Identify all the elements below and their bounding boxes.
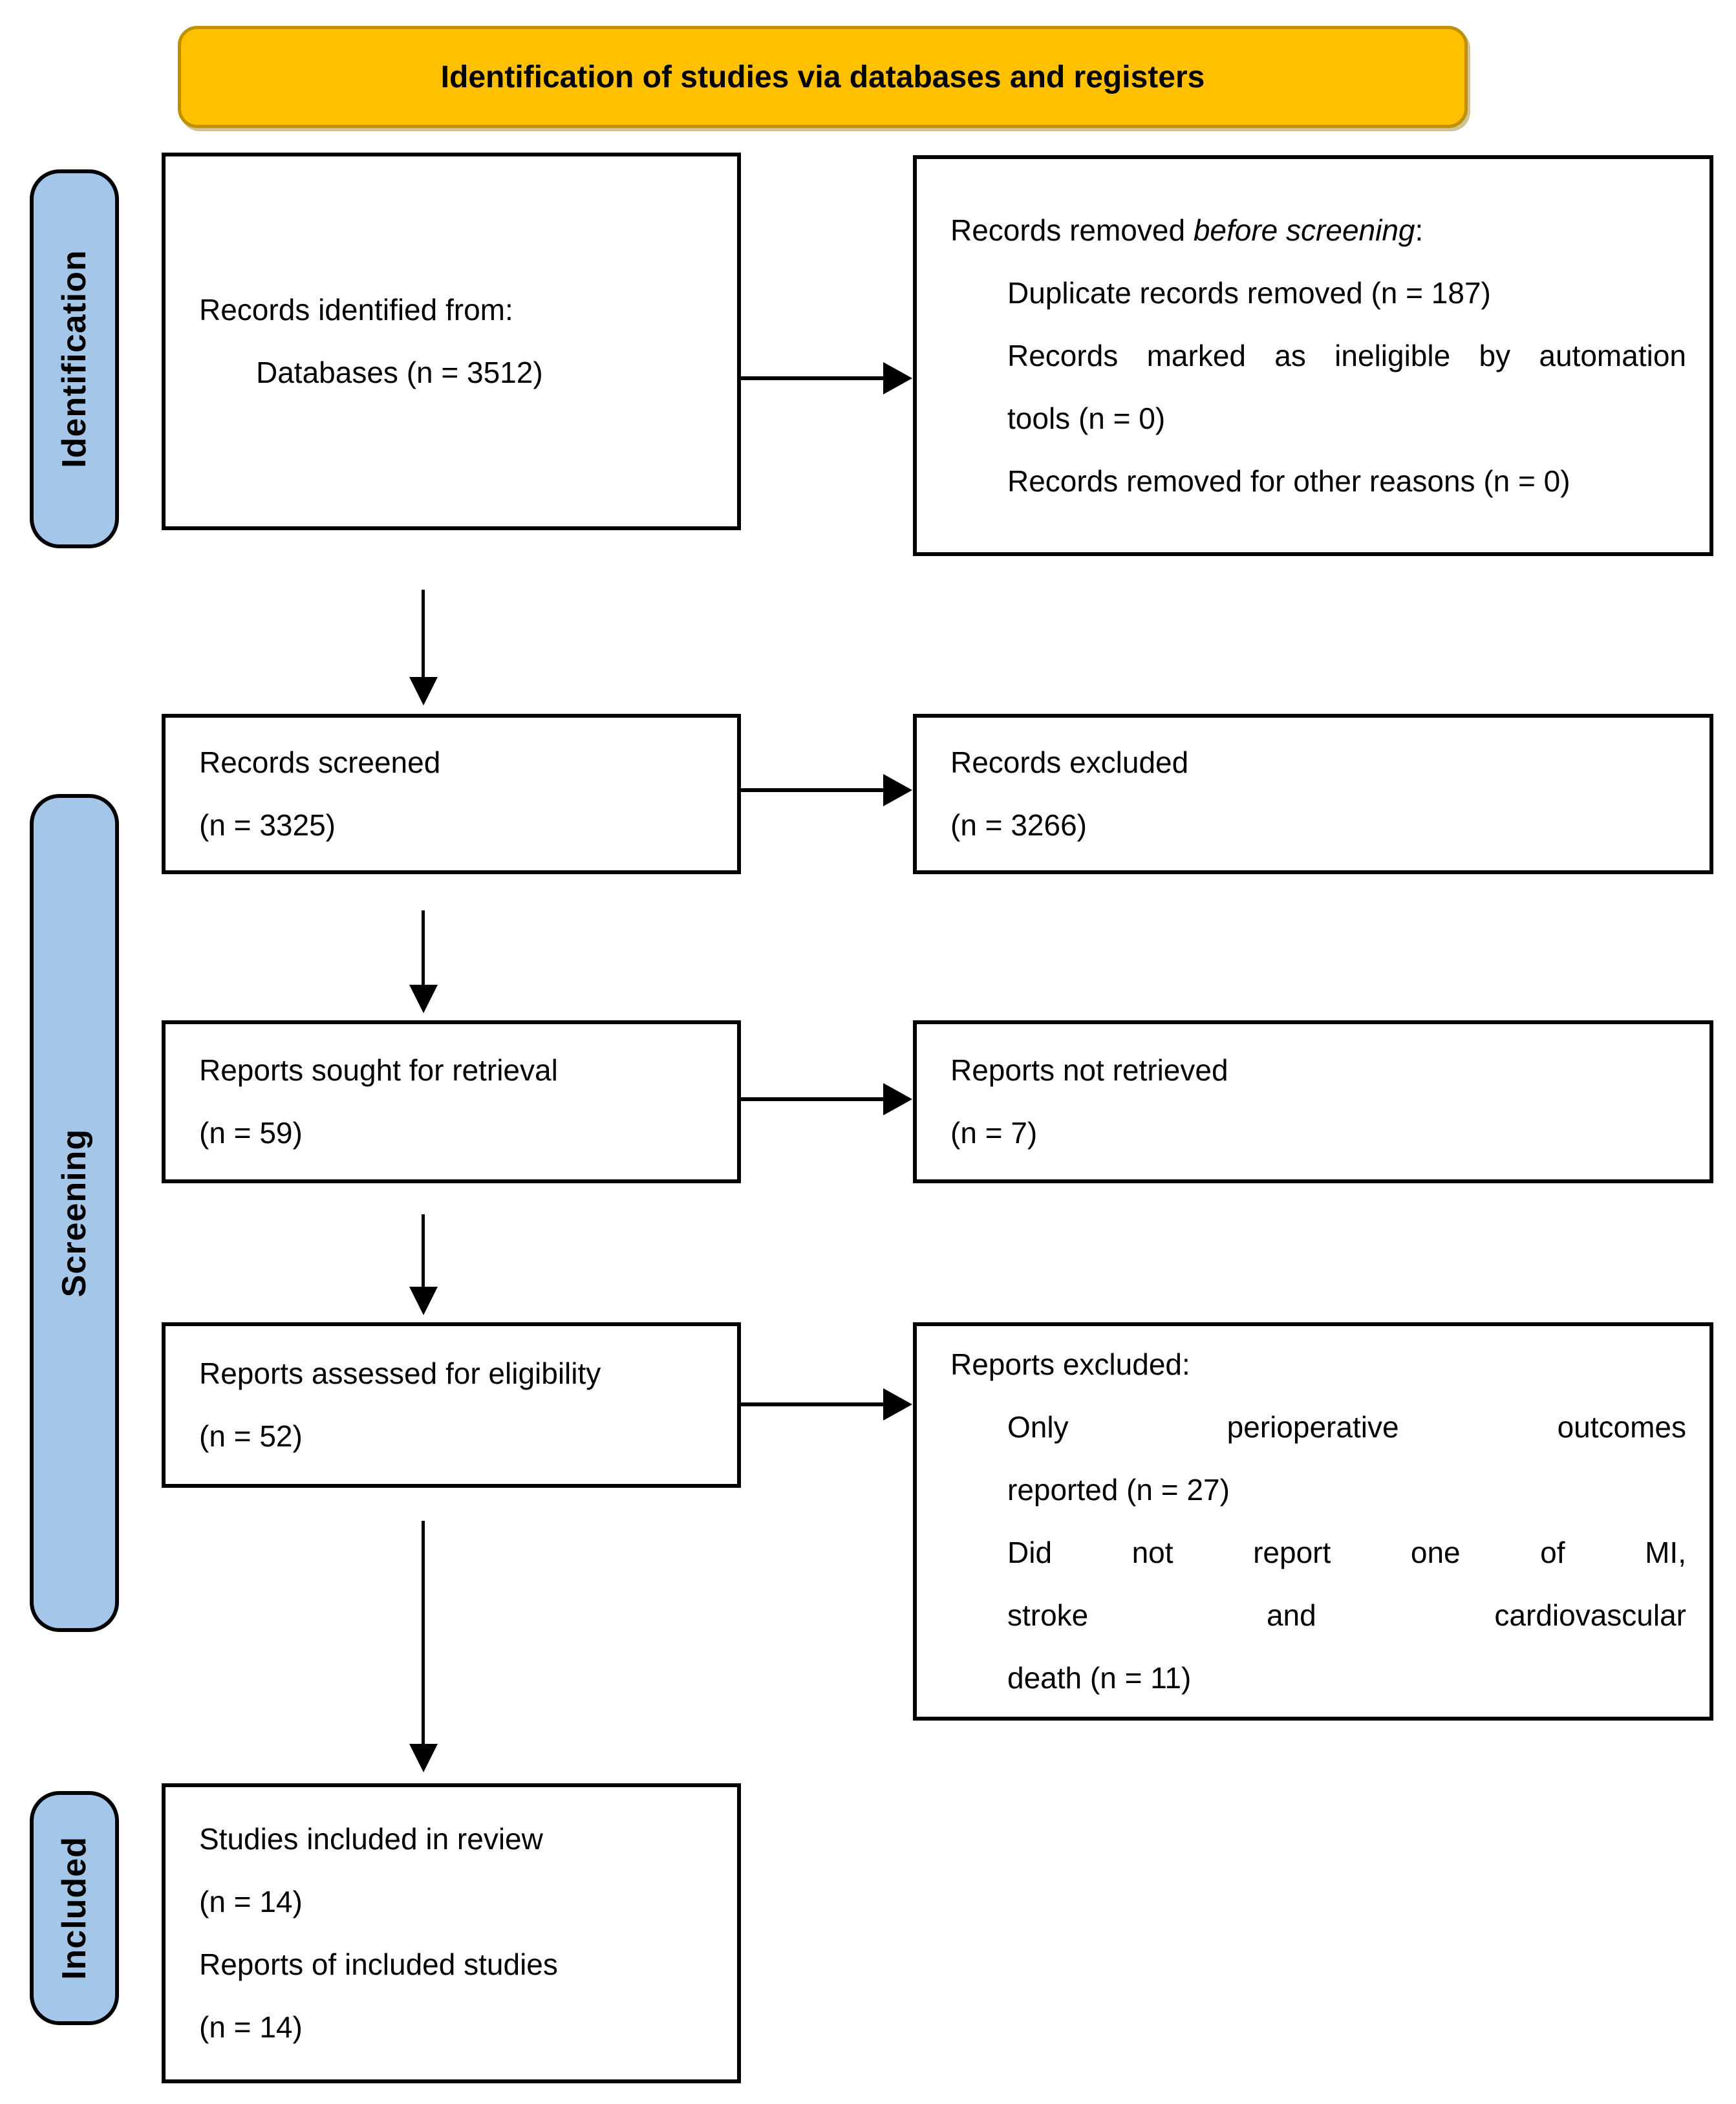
box-records-removed: Records removed before screening: Duplic… bbox=[913, 155, 1713, 556]
reports-assessed-line1: Reports assessed for eligibility bbox=[199, 1357, 601, 1390]
records-removed-item2-line1: Records marked as ineligible by automati… bbox=[1007, 338, 1686, 372]
records-removed-item2-line2: tools (n = 0) bbox=[1007, 401, 1166, 435]
arrow-assessed-to-excluded bbox=[741, 1402, 884, 1406]
stage-label-included: Included bbox=[30, 1791, 119, 2025]
stage-label-identification: Identification bbox=[30, 169, 119, 548]
arrow-sought-to-not-retrieved bbox=[741, 1097, 884, 1101]
stage-label-included-text: Included bbox=[56, 1836, 94, 1980]
records-identified-line1: Records identified from: bbox=[199, 293, 513, 327]
studies-included-line1: Studies included in review bbox=[199, 1822, 543, 1856]
records-removed-heading-prefix: Records removed bbox=[950, 213, 1194, 247]
reports-excluded-item1-line2: reported (n = 27) bbox=[1007, 1473, 1230, 1507]
records-excluded-line2: (n = 3266) bbox=[950, 808, 1087, 842]
stage-label-screening: Screening bbox=[30, 794, 119, 1632]
studies-included-line3: Reports of included studies bbox=[199, 1948, 558, 1981]
reports-excluded-item2-line2: stroke and cardiovascular bbox=[1007, 1598, 1686, 1632]
arrow-screened-to-sought bbox=[422, 910, 425, 985]
records-screened-line1: Records screened bbox=[199, 746, 441, 779]
box-studies-included: Studies included in review (n = 14) Repo… bbox=[162, 1783, 741, 2083]
reports-not-retrieved-line1: Reports not retrieved bbox=[950, 1053, 1228, 1087]
records-removed-heading-italic: before screening bbox=[1193, 213, 1415, 247]
arrow-sought-to-assessed bbox=[422, 1214, 425, 1287]
records-removed-heading: Records removed before screening: bbox=[950, 199, 1686, 262]
box-reports-assessed: Reports assessed for eligibility (n = 52… bbox=[162, 1322, 741, 1488]
reports-sought-line1: Reports sought for retrieval bbox=[199, 1053, 558, 1087]
records-screened-line2: (n = 3325) bbox=[199, 808, 336, 842]
arrow-screened-to-excluded bbox=[741, 788, 884, 792]
box-records-excluded: Records excluded (n = 3266) bbox=[913, 714, 1713, 874]
reports-excluded-item2-line3: death (n = 11) bbox=[1007, 1661, 1192, 1695]
box-reports-sought: Reports sought for retrieval (n = 59) bbox=[162, 1020, 741, 1183]
banner: Identification of studies via databases … bbox=[178, 26, 1468, 128]
box-records-screened: Records screened (n = 3325) bbox=[162, 714, 741, 874]
box-reports-not-retrieved: Reports not retrieved (n = 7) bbox=[913, 1020, 1713, 1183]
reports-not-retrieved-line2: (n = 7) bbox=[950, 1116, 1038, 1150]
stage-label-screening-text: Screening bbox=[56, 1128, 94, 1298]
reports-assessed-line2: (n = 52) bbox=[199, 1419, 303, 1453]
records-identified-line2: Databases (n = 3512) bbox=[256, 356, 543, 389]
arrow-identified-to-screened bbox=[422, 590, 425, 678]
reports-excluded-item2-line1: Did not report one of MI, bbox=[1007, 1536, 1686, 1569]
records-removed-item1: Duplicate records removed (n = 187) bbox=[1007, 275, 1491, 310]
records-excluded-line1: Records excluded bbox=[950, 746, 1189, 779]
arrow-assessed-to-included bbox=[422, 1521, 425, 1744]
stage-label-identification-text: Identification bbox=[56, 250, 93, 468]
box-records-identified: Records identified from: Databases (n = … bbox=[162, 153, 741, 530]
arrow-identified-to-removed bbox=[741, 376, 884, 380]
box-reports-excluded: Reports excluded: Only perioperative out… bbox=[913, 1322, 1713, 1721]
reports-excluded-heading: Reports excluded: bbox=[950, 1347, 1190, 1381]
reports-excluded-item1-line1: Only perioperative outcomes bbox=[1007, 1410, 1686, 1444]
records-removed-item3: Records removed for other reasons (n = 0… bbox=[1007, 464, 1570, 498]
studies-included-line2: (n = 14) bbox=[199, 1885, 303, 1918]
records-removed-heading-suffix: : bbox=[1415, 213, 1424, 247]
banner-title: Identification of studies via databases … bbox=[440, 59, 1205, 94]
reports-sought-line2: (n = 59) bbox=[199, 1116, 303, 1150]
studies-included-line4: (n = 14) bbox=[199, 2010, 303, 2044]
